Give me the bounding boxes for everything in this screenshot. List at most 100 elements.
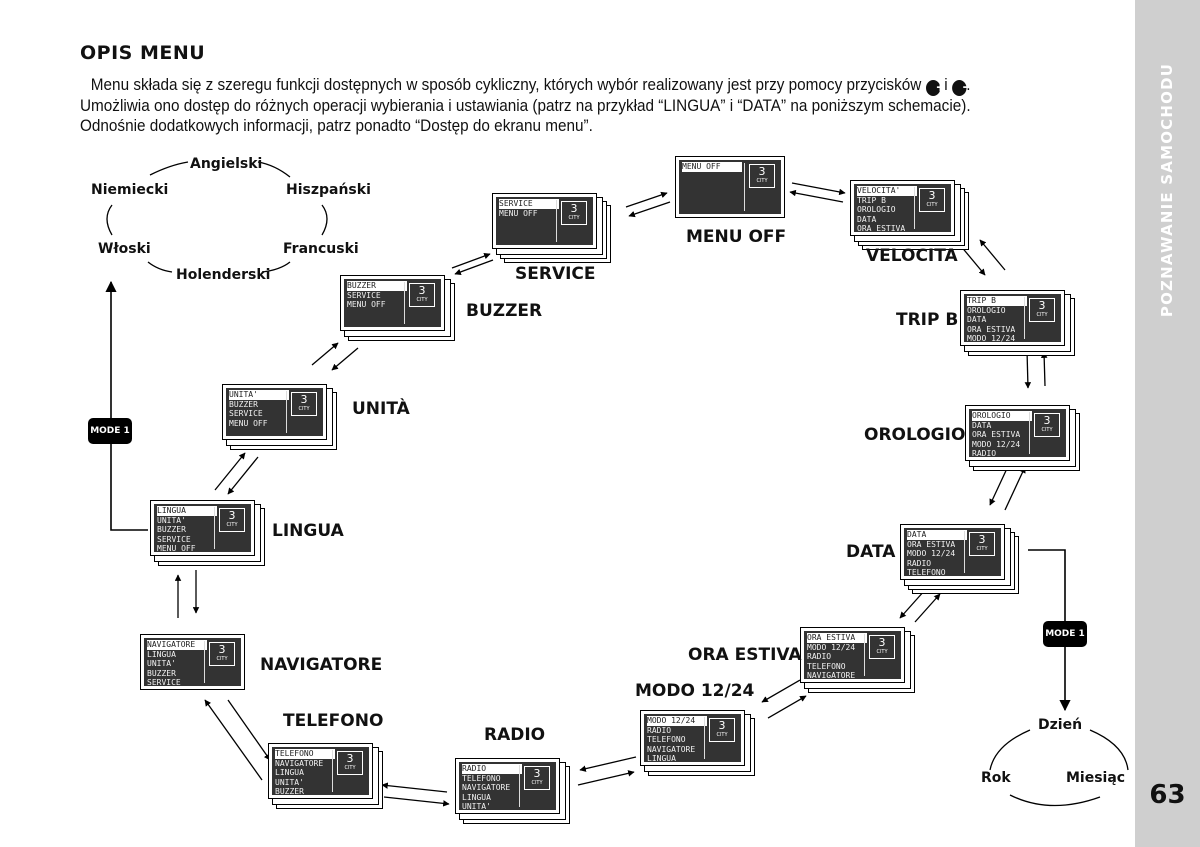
language-german: Niemiecki [91,182,169,198]
menu-line: TELEFONO [462,773,501,783]
menu-line: RADIO [972,449,997,458]
page-number: 63 [1149,780,1186,810]
menu-line: MENU OFF [347,300,386,309]
selected-menu-line: VELOCITA' [857,186,917,196]
display-number: 3 [533,767,541,780]
display-number: 3 [1038,299,1046,312]
menu-line: DATA [967,315,987,324]
menu-line: DATA [857,214,877,224]
minus-icon: − [951,80,971,96]
display-unit: CITY [756,178,768,184]
selected-menu-line: BUZZER [347,281,407,291]
menu-line: UNITA' [147,659,176,668]
menu-line: BUZZER [229,399,258,409]
display-number: 3 [228,509,236,522]
menu-line: LINGUA [647,754,676,763]
display-number: 3 [300,393,308,406]
cycle-arrow [311,342,339,366]
cycle-arrow [625,191,668,208]
language-italian: Włoski [98,241,151,257]
date-year: Rok [981,770,1011,786]
display-unit: CITY [568,215,580,221]
cycle-arrow [1024,349,1032,389]
menu-line: LINGUA [275,768,304,777]
date-day: Dzień [1038,717,1083,733]
cycle-arrow [1040,351,1048,387]
display-unit: CITY [416,297,428,303]
selected-menu-line: OROLOGIO [972,411,1032,421]
section-title: POZNAWANIE SAMOCHODU [1158,62,1176,318]
menu-line: MODO 12/24 [807,642,856,652]
mode-1-button[interactable]: MODE 1 [1043,621,1087,647]
menu-line: ORA ESTIVA [907,539,956,549]
language-english: Angielski [190,156,263,172]
display-number: 3 [418,284,426,297]
cycle-arrow [789,189,844,203]
cycle-arrow [914,593,941,623]
display-unit: CITY [298,406,310,412]
menu-line: NAVIGATORE [462,783,511,792]
cycle-arrow [577,770,635,786]
mode-path-left [105,280,148,531]
mode-1-button[interactable]: MODE 1 [88,418,132,444]
display-number: 3 [346,752,354,765]
display-unit: CITY [716,732,728,738]
menu-line: LINGUA [462,792,491,802]
cycle-arrow [761,679,801,703]
label-navigatore: NAVIGATORE [260,655,383,675]
menu-line: MENU OFF [157,544,196,553]
plus-icon: + [925,80,944,96]
sidebar [1135,0,1200,847]
cycle-arrow [204,699,263,781]
menu-line: DATA [972,420,992,430]
menu-line: RADIO [647,725,672,735]
display-unit: CITY [1036,312,1048,318]
label-service: SERVICE [515,264,596,284]
menu-line: ORA ESTIVA [972,430,1021,439]
label-unita: UNITÀ [352,399,410,419]
intro-line-3: Odnośnie dodatkowych informacji, patrz p… [80,116,593,135]
cycle-arrow [979,239,1006,271]
selected-menu-line: TRIP B [967,296,1027,306]
selected-menu-line: RADIO [462,764,522,774]
language-spanish: Hiszpański [286,182,371,198]
label-modo-12-24: MODO 12/24 [635,681,755,701]
display-unit: CITY [1041,427,1053,433]
label-orologio: OROLOGIO [864,425,966,445]
label-menu-off: MENU OFF [686,227,787,247]
cycle-arrow [1004,466,1026,511]
display-unit: CITY [226,522,238,528]
label-ora-estiva: ORA ESTIVA [688,645,802,665]
selected-menu-line: SERVICE [499,199,559,209]
menu-line: NAVIGATORE [275,758,324,768]
display-number: 3 [978,533,986,546]
label-radio: RADIO [484,725,546,745]
menu-line: MODO 12/24 [967,334,1016,343]
